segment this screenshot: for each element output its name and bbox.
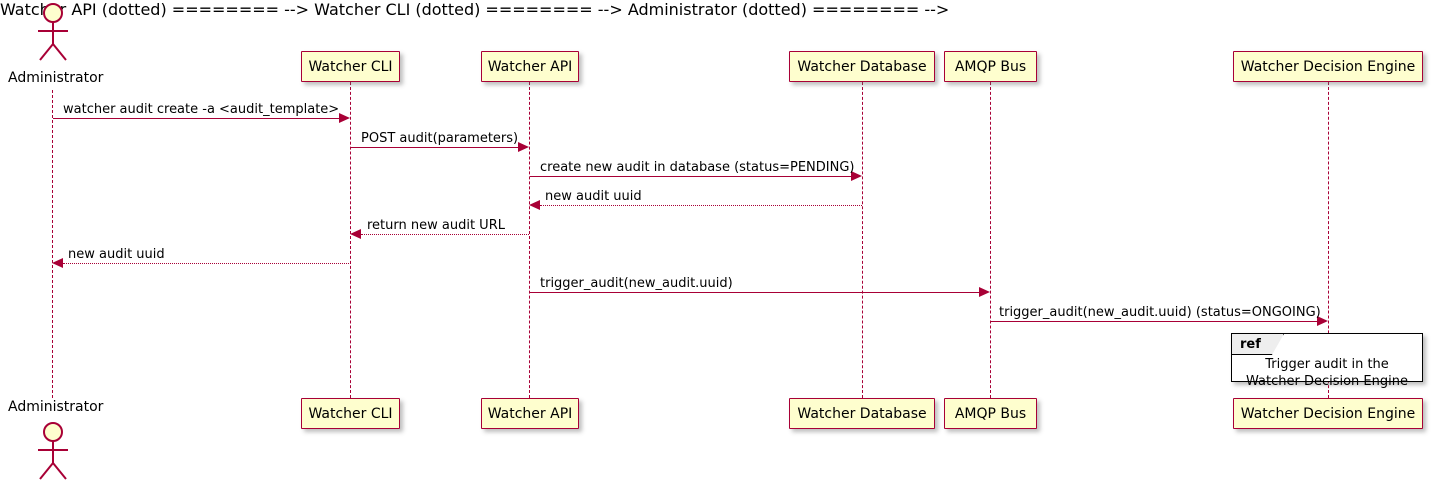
message-arrowhead-1 (339, 113, 350, 123)
message-label-6: new audit uuid (68, 247, 165, 262)
message-label-4: new audit uuid (545, 189, 642, 204)
message-line-6 (63, 263, 351, 264)
ref-fragment-line-2: Watcher Decision Engine (1246, 374, 1408, 390)
participant-watcher-decision-engine-bottom[interactable]: Watcher Decision Engine (1233, 398, 1423, 429)
participant-amqp-bus-bottom[interactable]: AMQP Bus (944, 398, 1037, 429)
message-line-5 (361, 234, 529, 235)
message-line-1 (53, 118, 341, 119)
participant-watcher-decision-engine-bottom-label: Watcher Decision Engine (1240, 405, 1416, 422)
message-label-3: create new audit in database (status=PEN… (540, 160, 855, 175)
participant-watcher-api-top-label: Watcher API (487, 58, 573, 75)
ref-fragment-keyword: ref (1232, 334, 1284, 355)
message-label-8: trigger_audit(new_audit.uuid) (status=ON… (999, 305, 1321, 320)
participant-watcher-api-bottom-label: Watcher API (487, 405, 573, 422)
actor-administrator-top-icon (38, 3, 68, 61)
message-arrowhead-6 (52, 258, 63, 268)
participant-watcher-api-bottom[interactable]: Watcher API (481, 398, 579, 429)
lifeline-watcher-cli (350, 82, 351, 398)
message-label-1: watcher audit create -a <audit_template> (63, 102, 340, 117)
ref-fragment-body: Trigger audit in the Watcher Decision En… (1232, 356, 1422, 390)
participant-watcher-decision-engine-top[interactable]: Watcher Decision Engine (1233, 51, 1423, 82)
lifeline-administrator (52, 90, 53, 398)
participant-watcher-api-top[interactable]: Watcher API (481, 51, 579, 82)
lifeline-watcher-database (862, 82, 863, 398)
participant-watcher-decision-engine-top-label: Watcher Decision Engine (1240, 58, 1416, 75)
message-line-8 (991, 321, 1319, 322)
message-line-3 (530, 176, 853, 177)
actor-administrator-bottom-icon (38, 422, 68, 480)
message-arrowhead-3 (851, 171, 862, 181)
participant-watcher-database-bottom[interactable]: Watcher Database (789, 398, 935, 429)
participant-amqp-bus-top-label: AMQP Bus (954, 58, 1027, 75)
participant-watcher-database-top[interactable]: Watcher Database (789, 51, 935, 82)
participant-watcher-cli-top-label: Watcher CLI (308, 58, 393, 75)
lifeline-amqp-bus (990, 82, 991, 398)
ref-fragment-line-1: Trigger audit in the (1265, 357, 1389, 372)
participant-watcher-database-top-label: Watcher Database (797, 58, 927, 75)
message-label-7: trigger_audit(new_audit.uuid) (540, 276, 733, 291)
message-line-4 (540, 205, 862, 206)
participant-watcher-cli-bottom[interactable]: Watcher CLI (301, 398, 400, 429)
message-arrowhead-8 (1317, 316, 1328, 326)
message-line-7 (530, 292, 981, 293)
message-arrowhead-2 (518, 142, 529, 152)
actor-administrator-top-label: Administrator (8, 70, 104, 86)
message-label-2: POST audit(parameters) (361, 131, 519, 146)
message-arrowhead-7 (979, 287, 990, 297)
message-arrowhead-5 (350, 229, 361, 239)
message-label-5: return new audit URL (367, 218, 505, 233)
message-arrowhead-4 (529, 200, 540, 210)
participant-watcher-database-bottom-label: Watcher Database (797, 405, 927, 422)
message-line-2 (351, 147, 520, 148)
participant-amqp-bus-bottom-label: AMQP Bus (954, 405, 1027, 422)
lifeline-watcher-api (529, 82, 530, 398)
ref-fragment: ref Trigger audit in the Watcher Decisio… (1231, 333, 1423, 389)
actor-administrator-bottom-label: Administrator (8, 399, 104, 415)
lifeline-watcher-decision-engine (1328, 82, 1329, 398)
participant-watcher-cli-top[interactable]: Watcher CLI (301, 51, 400, 82)
participant-amqp-bus-top[interactable]: AMQP Bus (944, 51, 1037, 82)
participant-watcher-cli-bottom-label: Watcher CLI (308, 405, 393, 422)
